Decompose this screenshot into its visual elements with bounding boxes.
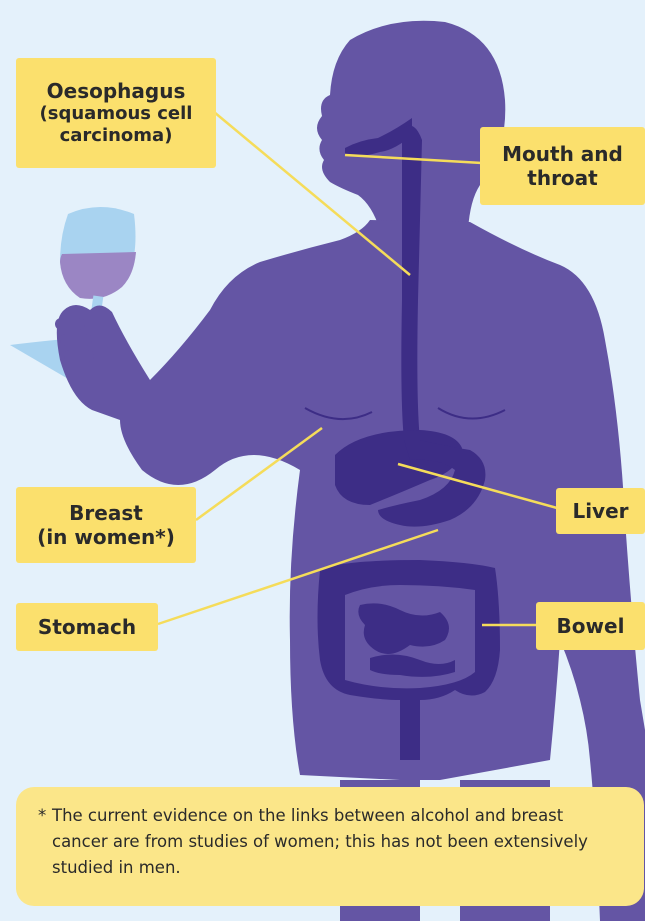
breast-label-main: Breast: [69, 501, 143, 525]
breast-label-sub: (in women*): [37, 525, 175, 549]
bowel-label-text: Bowel: [557, 614, 625, 638]
bowel-label: Bowel: [536, 602, 645, 650]
liver-label: Liver: [556, 488, 645, 534]
mouth-throat-label: Mouth and throat: [480, 127, 645, 205]
footnote-text: The current evidence on the links betwee…: [52, 803, 624, 881]
stomach-label-text: Stomach: [38, 615, 136, 639]
stomach-label: Stomach: [16, 603, 158, 651]
footnote-box: * The current evidence on the links betw…: [16, 787, 644, 906]
breast-label: Breast (in women*): [16, 487, 196, 563]
oesophagus-label-sub: (squamous cell carcinoma): [16, 103, 216, 147]
footnote-marker: *: [38, 803, 46, 829]
liver-label-text: Liver: [572, 499, 628, 523]
oesophagus-label-main: Oesophagus: [47, 79, 186, 103]
mouth-throat-label-text: Mouth and throat: [480, 142, 645, 190]
oesophagus-label: Oesophagus (squamous cell carcinoma): [16, 58, 216, 168]
